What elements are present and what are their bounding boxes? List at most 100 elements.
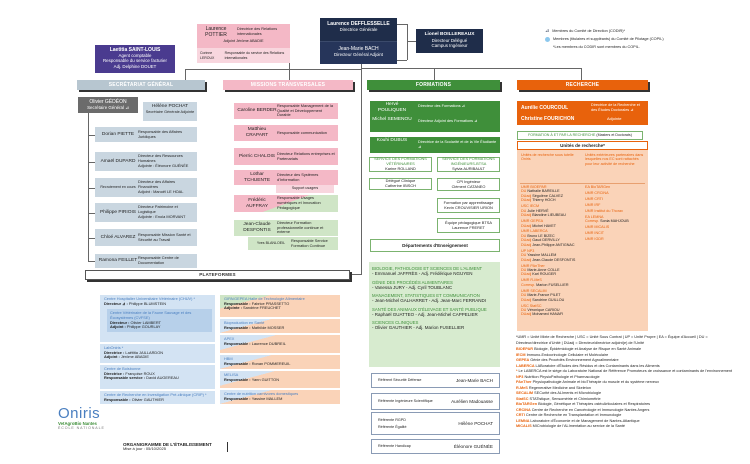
person-name: Yves BLANLOEIL (256, 241, 286, 246)
glossary-item: MICALIS MICrobiologie de l'ALImentation … (516, 424, 736, 430)
platform-person-name: Laëtitia JAILLARDON (125, 349, 164, 355)
person-role: Responsable Centre de Documentation (138, 255, 194, 265)
agent-name: Laetitia SAINT-LOUIS (109, 47, 161, 53)
platform-role: Responsable : (224, 340, 252, 346)
person-role: Responsable Mission Santé et Sécurité au… (138, 232, 194, 242)
glossary-def: Regenerative Medicine and Skeleton (528, 385, 591, 390)
platform-role: Responsable : (224, 324, 252, 330)
platform-person-name: Fabrice PRASSETTO (251, 300, 290, 306)
unit-person: DU Marie-Anne COLLE (521, 268, 583, 272)
formations-director-role: Directeur des Formations ⊿ (418, 104, 465, 108)
legend-codir: Membres du Comité de Direction (CODIR)* (552, 28, 625, 33)
international-relations-box: Laurence POTTIER Directrice des Relation… (197, 24, 290, 63)
platform-person-name: Jérôme ABADIE (120, 354, 149, 360)
formations-director-name: Michel SEMENOU (372, 117, 412, 122)
unit-role: Corresp. (585, 219, 601, 224)
cpi-title: CPI Ingénieur (456, 178, 481, 184)
platform-role: Responsable : (104, 396, 132, 402)
research-unit: UMR IRF (585, 203, 645, 207)
rd-adj-name: Christine FOURICHON (521, 116, 575, 122)
dg-name: Laurence DEFFLESSELLE (327, 21, 390, 27)
unit-person: DUadj Karl ROUGER (521, 272, 583, 276)
header-recherche: RECHERCHE (517, 80, 648, 90)
unit-role: DU (521, 293, 528, 298)
unit-role: DUadj (521, 238, 533, 243)
research-units-box: Unités de recherche sous tutelle Oniris … (517, 150, 648, 331)
unit-person-name: Michel HAVET (532, 223, 556, 228)
platform-title: Centre de Boisbonne (104, 366, 141, 371)
cpi-name: Clément CATANEO (451, 183, 486, 189)
glossary-abbr: LABERCA (516, 363, 536, 368)
unit-role: DUadj (521, 257, 533, 262)
rd-adj-title: Adjointe (607, 116, 622, 121)
platform-person: Responsable : Olivier GAUTHIER (104, 396, 211, 403)
abbreviations: *UMR = Unité Mixte de Recherche | USC = … (516, 335, 708, 345)
platform-title: Centre de nutrition carnivores domestiqu… (224, 391, 299, 396)
header-missions: MISSIONS TRANSVERSALES (223, 80, 353, 90)
unit-person-name: Marie-France PILET (527, 293, 561, 298)
unit-role: DUadj (521, 272, 533, 277)
rd-title: Directrice de la Recherche et des Études… (591, 103, 640, 112)
unit-person-name: Julie HERVÉ (527, 208, 549, 213)
ri-sub-title: Responsable du service des Relations int… (224, 51, 285, 60)
glossary-def: Centre de Recherche en Transplantation e… (525, 413, 622, 417)
unit-role: DUadj (521, 297, 533, 302)
role-title: Directeur des Affaires Financières (138, 179, 176, 190)
dga-name: Jean-Marie BACH (338, 46, 379, 52)
research-direction-box: Aurélie COURCOUL Directrice de la Recher… (517, 101, 648, 125)
agent-line1: Agent comptable (118, 53, 152, 58)
connector (407, 41, 416, 42)
platform-person-name: Françoise ROUX (125, 370, 155, 376)
role-adjoint: Adjoint : Manoël LE HOAL (138, 188, 184, 194)
platform-person: Adjointe : Sandrine FREUCHET (224, 306, 336, 311)
glossary-abbr: * (516, 369, 519, 373)
legend-copil: Membres (titulaires et suppléants) du Co… (553, 37, 664, 42)
unit-name: UMR CRTI (585, 196, 603, 201)
unit-name: UMR IGDR (585, 236, 604, 241)
platform-box: LabOniris *Directrice : Laëtitia JAILLAR… (100, 344, 215, 363)
glossary-abbr: R-MeS (516, 385, 529, 390)
unit-person-name: Bruno LE BIZEC (527, 233, 555, 238)
referent-role: Référente Handicap (378, 444, 411, 449)
accounting-agent-box: Laetitia SAINT-LOUIS Agent comptable Res… (95, 45, 175, 73)
department-heads: - Vanessa JURY - Adj. Cyril TOUBLANC (372, 284, 453, 290)
person-name: Recrutement en cours (100, 185, 136, 190)
role-title: Directeur Patrimoine et Logistique (138, 204, 178, 215)
connector (361, 68, 581, 69)
teaching-departments-label: Départements d'Enseignement (370, 239, 500, 252)
unit-person: DUadj Thierry HOCH (521, 198, 583, 202)
glossary-def: Centre de Recherche en Cancérologie et I… (531, 407, 650, 412)
unit-name: EA BioTARGen (585, 185, 611, 189)
platform-title: HBM (224, 356, 233, 361)
glossary-abbr: BioTARGen (516, 402, 539, 406)
dd-name: Lionel BOILLEREAUX (424, 32, 475, 37)
unit-person-name: Yassine MALLEM (527, 253, 557, 258)
header-formations: FORMATIONS (367, 80, 500, 90)
referent-label: Référente Handicap (378, 444, 454, 448)
role-title: Directeur des Ressources Humaines (138, 153, 183, 164)
glossary-abbr: NP3 (516, 374, 525, 379)
department-title: BIOLOGIE, PATHOLOGIE ET SCIENCES DE L'AL… (372, 266, 483, 271)
clin-title: Délégué Clinique (385, 178, 416, 184)
platform-person: Adjoint : Philippe GOURLAY (110, 325, 209, 330)
app-title: Formation par apprentissage (443, 199, 494, 205)
glossary-def: Physiopathologie Animale et bioThérapie … (532, 380, 660, 384)
ri-adjoint: Adjoint Jérôme ABADIE (223, 39, 264, 43)
ri-title: Directrice des Relations internationales (237, 27, 278, 36)
glossary-item: LEMNA Laboratoire d'Économie et de Manag… (516, 419, 736, 425)
connector (88, 134, 95, 136)
